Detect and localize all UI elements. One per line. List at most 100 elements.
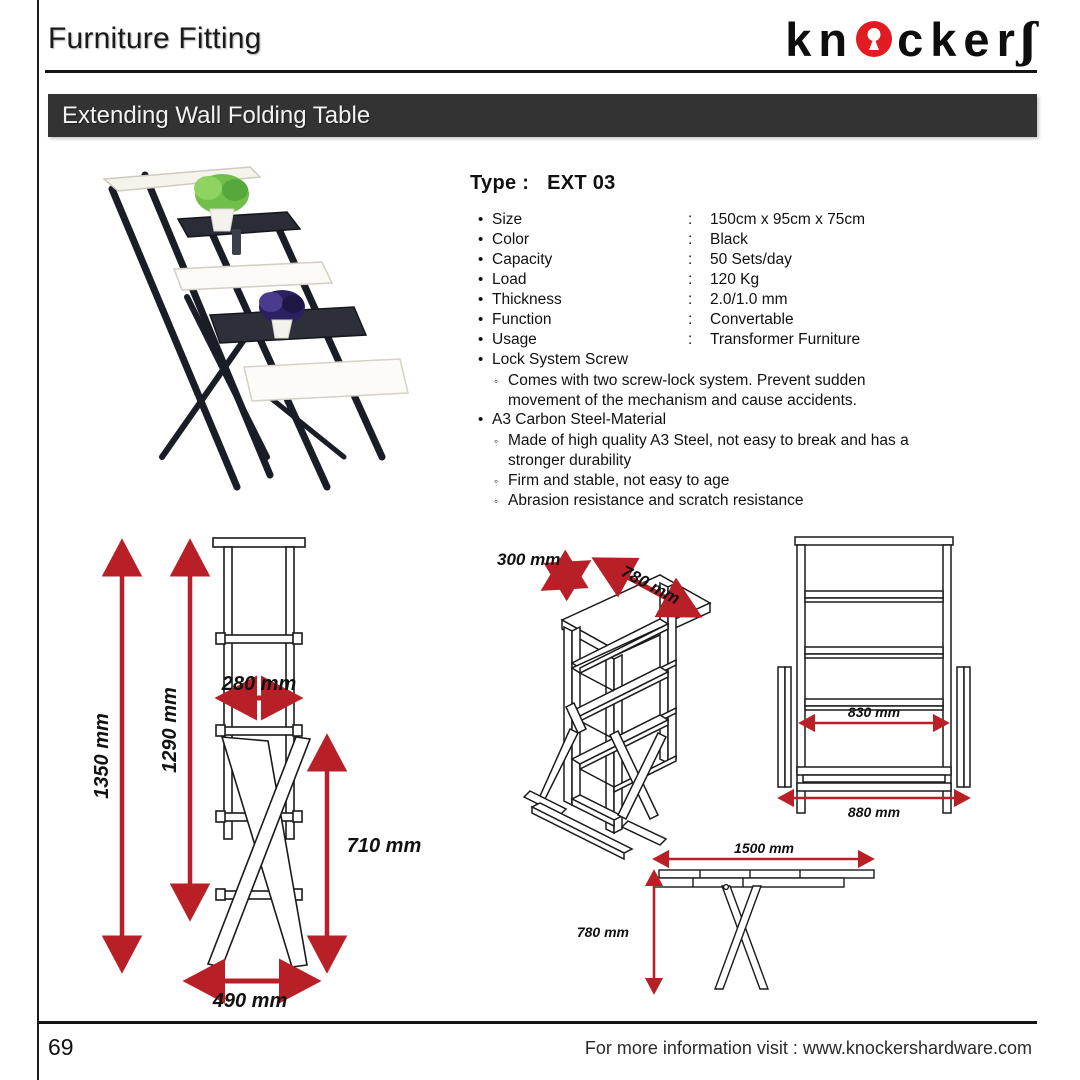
product-photo: [82, 157, 412, 502]
bullet-icon: •: [478, 271, 484, 288]
spec-value: 50 Sets/day: [710, 251, 792, 268]
dim-label-710: 710 mm: [347, 835, 422, 857]
spec-separator: :: [688, 211, 693, 228]
dim-label-780-height: 780 mm: [577, 924, 629, 940]
dim-label-880: 880 mm: [848, 804, 900, 820]
page-footer: 69 For more information visit : www.knoc…: [0, 1028, 1080, 1080]
dim-280: 280 mm: [214, 673, 304, 721]
feature-subitem: ◦ Made of high quality A3 Steel, not eas…: [470, 431, 940, 471]
dim-780-height: 780 mm: [577, 869, 664, 995]
feature-group: • A3 Carbon Steel-Material ◦ Made of hig…: [470, 411, 940, 511]
product-type-line: Type : EXT 03: [470, 172, 940, 195]
bullet-icon: •: [478, 231, 484, 248]
dim-300: 300 mm: [497, 549, 592, 602]
feature-heading-text: Lock System Screw: [492, 351, 629, 368]
bullet-icon: •: [478, 251, 484, 268]
spec-value: Transformer Furniture: [710, 331, 861, 348]
bullet-icon: •: [478, 211, 484, 228]
specification-block: Type : EXT 03 • Size : 150cm x 95cm x 75…: [470, 172, 940, 511]
dim-1290: 1290 mm: [159, 538, 211, 922]
spec-value: Black: [710, 231, 748, 248]
spec-key: Load: [492, 271, 527, 288]
feature-subitem-text: Made of high quality A3 Steel, not easy …: [508, 432, 909, 469]
spec-row: • Thickness : 2.0/1.0 mm: [470, 291, 940, 311]
circle-bullet-icon: ◦: [494, 494, 499, 508]
logo-text-tail: ʃ: [1018, 11, 1037, 67]
spec-row: • Color : Black: [470, 231, 940, 251]
table-elevation-drawing: [653, 869, 875, 990]
spec-row: • Usage : Transformer Furniture: [470, 331, 940, 351]
spec-key: Capacity: [492, 251, 553, 268]
dim-880: 880 mm: [777, 788, 971, 820]
spec-row: • Function : Convertable: [470, 311, 940, 331]
bullet-icon: •: [478, 411, 484, 428]
feature-subitem: ◦ Firm and stable, not easy to age: [470, 471, 940, 491]
dim-label-830: 830 mm: [848, 704, 900, 720]
spec-key: Color: [492, 231, 530, 248]
feature-heading: • A3 Carbon Steel-Material: [470, 411, 940, 431]
spec-separator: :: [688, 231, 693, 248]
dim-label-490: 490 mm: [212, 990, 288, 1012]
circle-bullet-icon: ◦: [494, 474, 499, 488]
type-value: EXT 03: [547, 172, 616, 194]
dim-label-300: 300 mm: [497, 550, 560, 569]
knockers-logo: kn cker ʃ: [785, 11, 1037, 67]
logo-text-part1: kn: [785, 12, 855, 66]
spec-key: Thickness: [492, 291, 562, 308]
spec-separator: :: [688, 251, 693, 268]
circle-bullet-icon: ◦: [494, 374, 499, 388]
feature-heading-text: A3 Carbon Steel-Material: [492, 411, 667, 428]
page-number: 69: [48, 1034, 74, 1060]
page-title: Furniture Fitting: [48, 22, 262, 55]
dim-710: 710 mm: [306, 733, 422, 974]
bullet-icon: •: [478, 351, 484, 368]
front-elevation-drawing: [777, 536, 971, 814]
page-left-rule: [37, 0, 39, 1080]
plant-green: [194, 174, 249, 232]
header-divider: [45, 70, 1037, 73]
page-header: Furniture Fitting: [45, 22, 1037, 74]
spec-key: Function: [492, 311, 552, 328]
dim-490: 490 mm: [182, 958, 322, 1012]
dim-1500: 1500 mm: [652, 840, 875, 869]
logo-text-part2: cker: [897, 12, 1022, 66]
spec-key: Size: [492, 211, 523, 228]
type-label: Type :: [470, 172, 530, 194]
product-title: Extending Wall Folding Table: [62, 101, 371, 129]
feature-subitem-text: Comes with two screw-lock system. Preven…: [508, 372, 866, 409]
feature-subitem: ◦ Comes with two screw-lock system. Prev…: [470, 371, 940, 411]
feature-subitem: ◦ Abrasion resistance and scratch resist…: [470, 491, 940, 511]
keyhole-circle-icon: [856, 21, 893, 57]
dim-label-1350: 1350 mm: [91, 713, 113, 799]
spec-row: • Capacity : 50 Sets/day: [470, 251, 940, 271]
side-elevation-drawing: [206, 537, 312, 968]
spec-value: Convertable: [710, 311, 794, 328]
spec-value: 120 Kg: [710, 271, 760, 288]
bullet-icon: •: [478, 331, 484, 348]
circle-bullet-icon: ◦: [494, 434, 499, 448]
feature-subitem-text: Firm and stable, not easy to age: [508, 472, 730, 489]
spec-rows: • Size : 150cm x 95cm x 75cm • Color : B…: [470, 211, 940, 351]
dim-1350: 1350 mm: [91, 538, 143, 974]
plant-purple: [259, 290, 305, 339]
spec-value: 2.0/1.0 mm: [710, 291, 788, 308]
feature-group: • Lock System Screw ◦ Comes with two scr…: [470, 351, 940, 411]
spec-row: • Size : 150cm x 95cm x 75cm: [470, 211, 940, 231]
feature-heading: • Lock System Screw: [470, 351, 940, 371]
footer-note: For more information visit : www.knocker…: [584, 1038, 1032, 1058]
spec-separator: :: [688, 311, 693, 328]
isometric-shelf-drawing: [522, 574, 712, 861]
feature-subitem-text: Abrasion resistance and scratch resistan…: [508, 492, 804, 509]
spec-value: 150cm x 95cm x 75cm: [710, 211, 866, 228]
keyhole-stem: [869, 37, 880, 50]
dim-label-1500: 1500 mm: [734, 840, 794, 856]
dim-830: 830 mm: [798, 704, 950, 733]
product-title-bar: Extending Wall Folding Table: [48, 94, 1037, 137]
bullet-icon: •: [478, 291, 484, 308]
technical-drawings: 1350 mm 1290 mm 280 mm 710 mm 490 mm: [0, 515, 1080, 1025]
dim-label-1290: 1290 mm: [159, 687, 181, 773]
bullet-icon: •: [478, 311, 484, 328]
spec-key: Usage: [492, 331, 537, 348]
spec-separator: :: [688, 271, 693, 288]
